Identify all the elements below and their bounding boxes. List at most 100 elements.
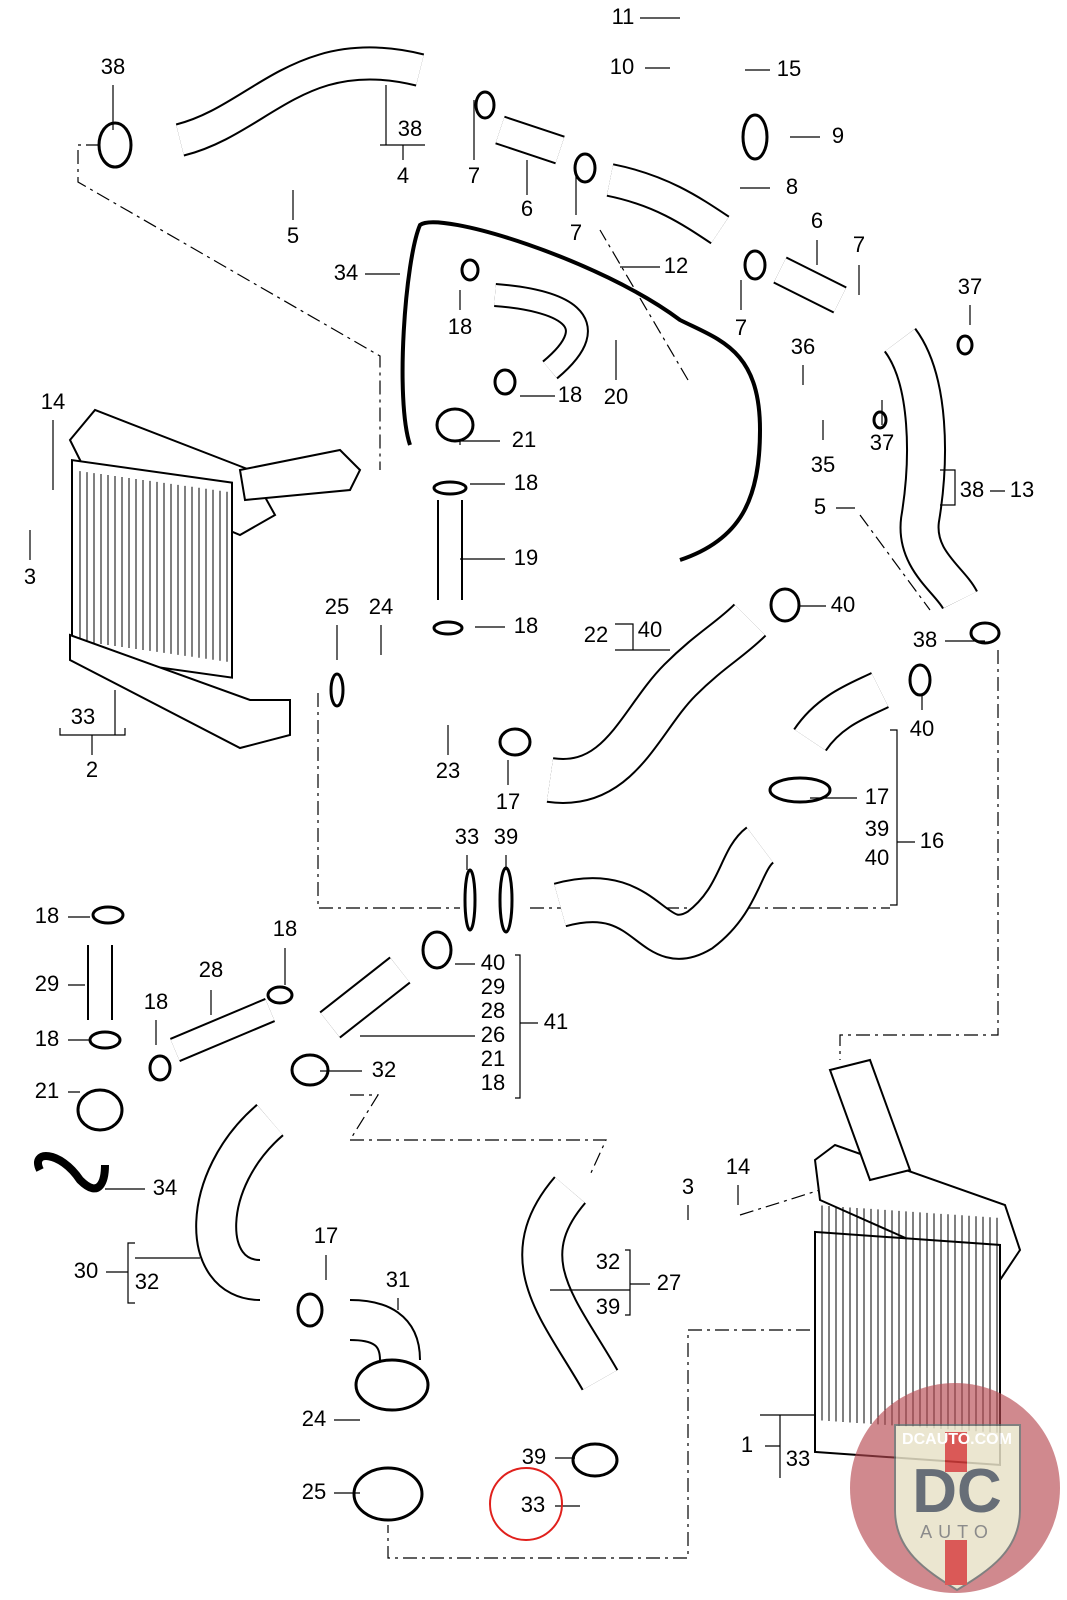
callout-36: 36 <box>791 334 815 359</box>
callout-15: 15 <box>777 56 801 81</box>
intercooler-left <box>68 408 362 750</box>
callout-18: 18 <box>35 1026 59 1051</box>
callout-34: 34 <box>153 1175 177 1200</box>
callout-10: 10 <box>610 54 634 79</box>
callout-6: 6 <box>521 196 533 221</box>
callout-7: 7 <box>853 232 865 257</box>
ring-seal <box>97 121 133 169</box>
callout-21: 21 <box>512 427 536 452</box>
ring-seal <box>769 587 801 623</box>
callout-18: 18 <box>514 613 538 638</box>
callout-28: 28 <box>199 957 223 982</box>
callout-19: 19 <box>514 545 538 570</box>
callout-33: 33 <box>71 704 95 729</box>
callout-2: 2 <box>86 757 98 782</box>
ring-seal <box>76 1088 124 1132</box>
callout-7: 7 <box>468 163 480 188</box>
callout-28: 28 <box>481 998 505 1023</box>
ring-seal <box>573 152 597 184</box>
ring-seal <box>432 480 468 496</box>
callout-24: 24 <box>369 594 393 619</box>
callout-29: 29 <box>481 974 505 999</box>
callout-17: 17 <box>314 1223 338 1248</box>
hoses <box>34 46 978 1391</box>
ring-seal <box>872 410 888 430</box>
callout-39: 39 <box>865 816 889 841</box>
callout-39: 39 <box>522 1444 546 1469</box>
callout-1: 1 <box>741 1432 753 1457</box>
highlight-circle <box>489 1467 563 1541</box>
callout-39: 39 <box>596 1294 620 1319</box>
callout-3: 3 <box>682 1174 694 1199</box>
ring-seal <box>91 905 125 925</box>
callout-40: 40 <box>481 950 505 975</box>
callout-40: 40 <box>638 617 662 642</box>
ring-seal <box>743 249 767 281</box>
ring-seal <box>354 1358 430 1412</box>
ring-seal <box>493 368 517 396</box>
callout-18: 18 <box>481 1070 505 1095</box>
callout-27: 27 <box>657 1270 681 1295</box>
callout-14: 14 <box>41 389 65 414</box>
ring-seal <box>421 930 453 970</box>
callout-17: 17 <box>865 784 889 809</box>
ring-seal <box>296 1292 324 1328</box>
callout-33: 33 <box>455 824 479 849</box>
ring-seal <box>88 1030 122 1050</box>
callout-18: 18 <box>448 314 472 339</box>
callout-7: 7 <box>735 315 747 340</box>
callout-13: 13 <box>1010 477 1034 502</box>
callout-18: 18 <box>35 903 59 928</box>
callout-38: 38 <box>398 116 422 141</box>
svg-text:AUTO: AUTO <box>920 1522 994 1542</box>
callout-18: 18 <box>558 382 582 407</box>
callout-21: 21 <box>35 1078 59 1103</box>
ring-seal <box>329 672 345 708</box>
clamps-and-seals <box>76 90 1001 1522</box>
ring-seal <box>435 407 475 443</box>
ring-seal <box>498 866 514 934</box>
ring-seal <box>474 90 496 120</box>
callout-34: 34 <box>334 260 358 285</box>
svg-text:DC: DC <box>912 1457 1002 1526</box>
ring-seal <box>956 334 974 356</box>
ring-seal <box>463 868 477 932</box>
ring-seal <box>498 727 532 757</box>
callout-14: 14 <box>726 1154 750 1179</box>
callout-5: 5 <box>814 494 826 519</box>
ring-seal <box>908 663 932 697</box>
callout-31: 31 <box>386 1267 410 1292</box>
callout-7: 7 <box>570 220 582 245</box>
callout-35: 35 <box>811 452 835 477</box>
callout-25: 25 <box>302 1479 326 1504</box>
ring-seal <box>460 258 480 282</box>
callout-37: 37 <box>870 430 894 455</box>
callout-24: 24 <box>302 1406 326 1431</box>
ring-seal <box>266 985 294 1005</box>
callout-22: 22 <box>584 622 608 647</box>
callout-40: 40 <box>865 845 889 870</box>
callout-25: 25 <box>325 594 349 619</box>
callout-20: 20 <box>604 384 628 409</box>
ring-seal <box>969 621 1001 645</box>
callout-17: 17 <box>496 789 520 814</box>
callout-32: 32 <box>596 1249 620 1274</box>
callout-18: 18 <box>273 916 297 941</box>
callout-38: 38 <box>101 54 125 79</box>
callout-32: 32 <box>135 1269 159 1294</box>
callout-38: 38 <box>913 627 937 652</box>
callout-6: 6 <box>811 208 823 233</box>
callout-3: 3 <box>24 564 36 589</box>
callout-32: 32 <box>372 1057 396 1082</box>
callout-41: 41 <box>544 1009 568 1034</box>
callout-39: 39 <box>494 824 518 849</box>
callout-30: 30 <box>74 1258 98 1283</box>
ring-seal <box>432 620 464 636</box>
callout-5: 5 <box>287 223 299 248</box>
callout-33: 33 <box>521 1492 545 1517</box>
callout-16: 16 <box>920 828 944 853</box>
ring-seal <box>571 1442 619 1478</box>
callout-9: 9 <box>832 123 844 148</box>
